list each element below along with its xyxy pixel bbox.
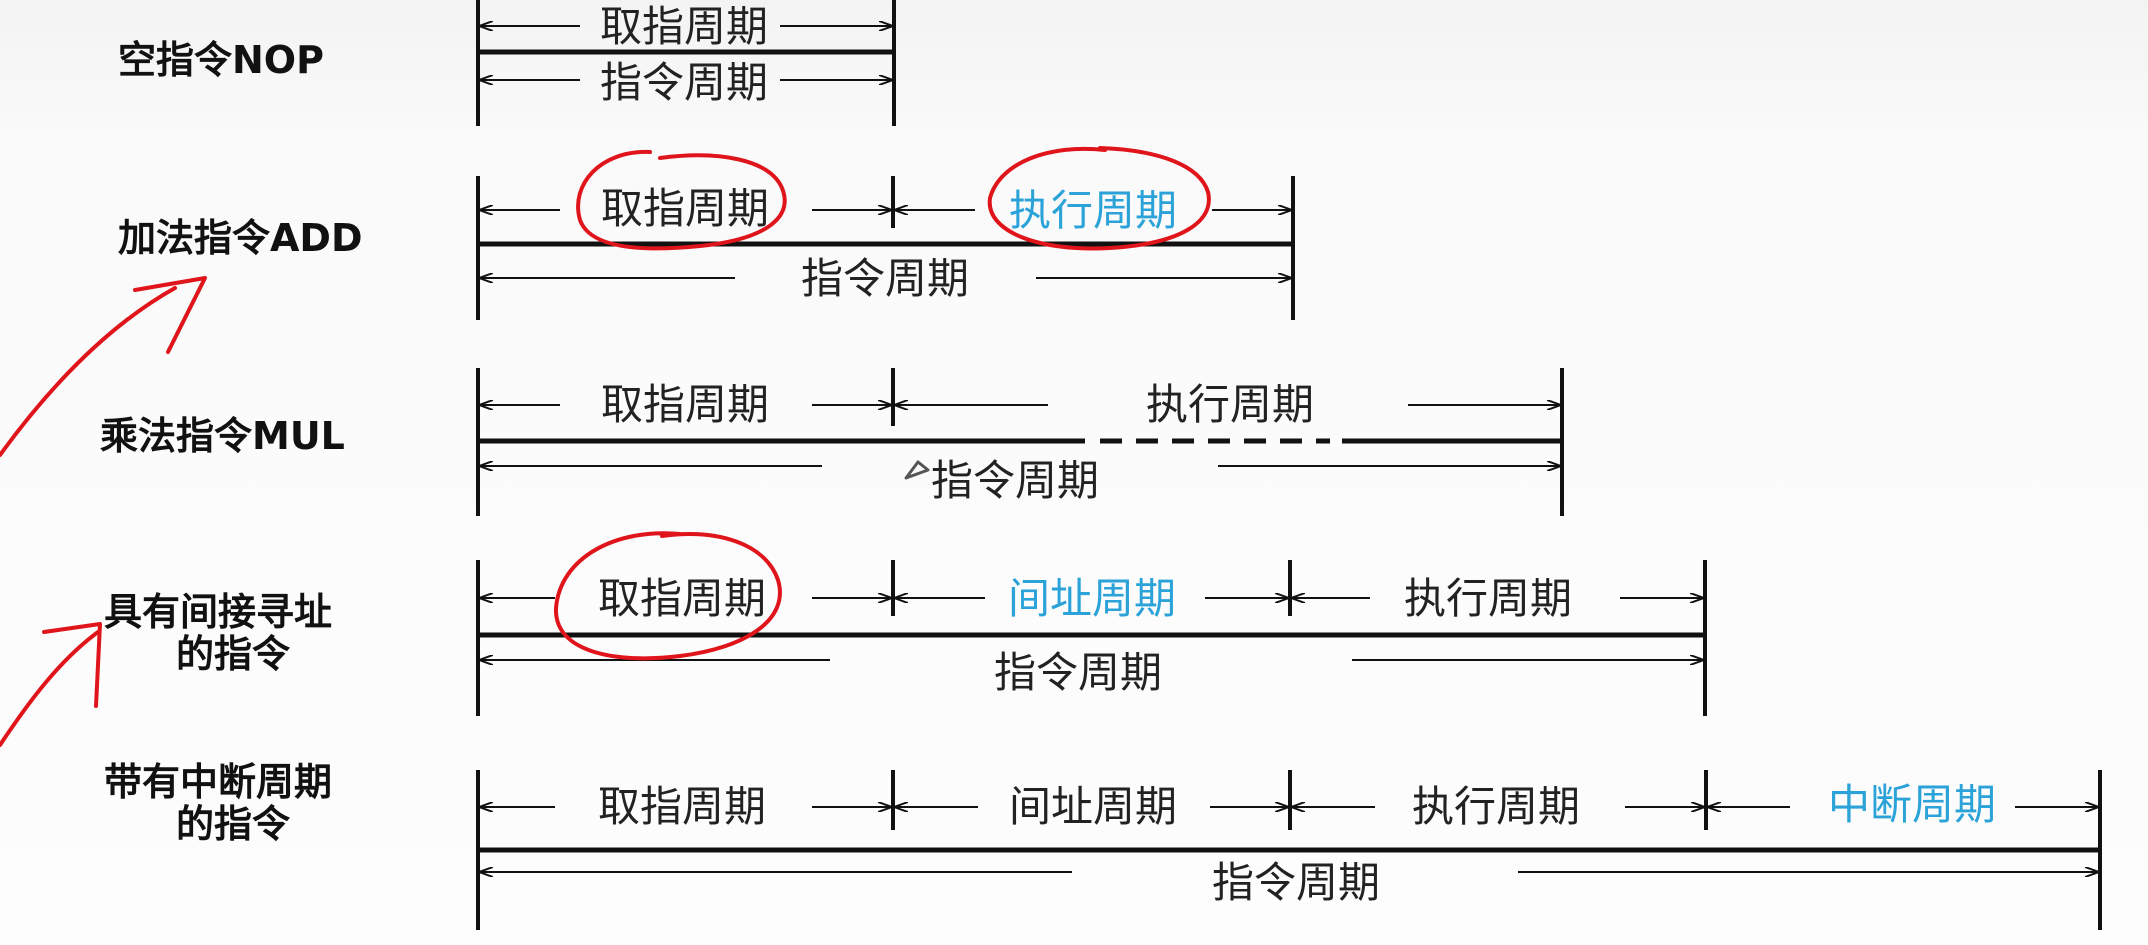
total-label: 指令周期 xyxy=(800,254,970,303)
annotation-arrow xyxy=(0,286,177,457)
segment-label-fetch: 取指周期 xyxy=(600,184,770,233)
total-label: 指令周期 xyxy=(993,648,1163,697)
segment-label-execute: 执行周期 xyxy=(1008,186,1178,235)
row-label-interrupt: 带有中断周期 的指令 xyxy=(104,760,333,846)
row-label-mul: 乘法指令MUL xyxy=(100,414,345,458)
segment-label-indirect: 间址周期 xyxy=(1007,574,1177,623)
segment-label-fetch: 取指周期 xyxy=(597,574,767,623)
annotation-circle xyxy=(987,146,1211,251)
segment-label-execute: 执行周期 xyxy=(1411,782,1581,831)
row-label-indirect: 具有间接寻址 的指令 xyxy=(104,590,333,676)
segment-label-execute: 执行周期 xyxy=(1403,574,1573,623)
row-indirect-lines xyxy=(476,560,1707,716)
handwritten-annotations xyxy=(0,146,1211,747)
annotation-circle xyxy=(553,531,782,661)
annotation-arrow xyxy=(0,630,100,747)
total-label: 指令周期 xyxy=(1211,858,1381,907)
total-label: 指令周期 xyxy=(599,58,769,107)
segment-label-interrupt: 中断周期 xyxy=(1827,780,1997,829)
row-interrupt-lines xyxy=(476,770,2102,930)
annotation-arrow xyxy=(133,276,207,354)
annotation-circle xyxy=(576,149,787,251)
total-label: 指令周期 xyxy=(930,456,1100,505)
row-label-line: 的指令 xyxy=(176,801,291,846)
annotation-pen-mark xyxy=(904,460,930,480)
segment-label-fetch: 取指周期 xyxy=(599,2,769,51)
segment-label-execute: 执行周期 xyxy=(1145,380,1315,429)
segment-label-fetch: 取指周期 xyxy=(597,782,767,831)
row-label-add: 加法指令ADD xyxy=(118,216,363,260)
segment-label-indirect: 间址周期 xyxy=(1008,782,1178,831)
row-nop-lines xyxy=(476,0,896,126)
row-label-line: 带有中断周期 xyxy=(104,760,333,804)
row-label-line: 具有间接寻址 xyxy=(104,590,333,634)
annotation-arrow xyxy=(42,622,102,708)
row-label-nop: 空指令NOP xyxy=(118,38,324,82)
row-label-line: 的指令 xyxy=(176,631,291,676)
row-mul-lines xyxy=(476,368,1564,516)
segment-label-fetch: 取指周期 xyxy=(600,380,770,429)
